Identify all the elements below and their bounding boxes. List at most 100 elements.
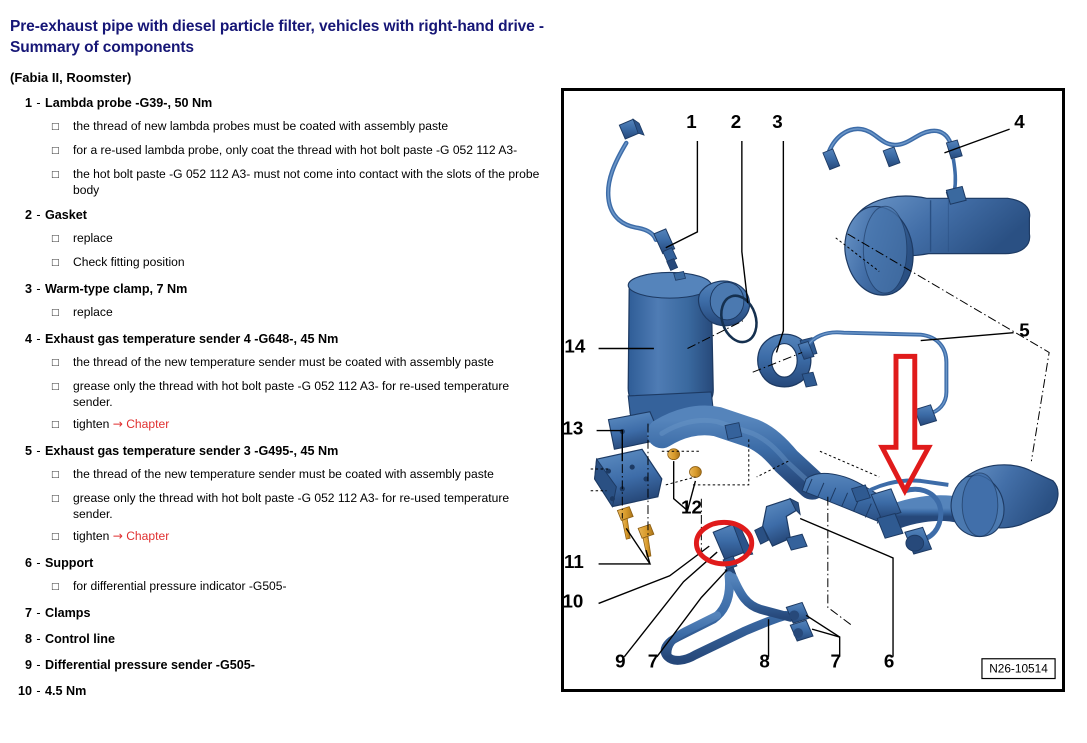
part-note-text: for differential pressure indicator -G50… <box>73 579 287 593</box>
lambda-probe-assembly <box>605 118 679 271</box>
part-note-text: for a re-used lambda probe, only coat th… <box>73 143 518 157</box>
model-subtitle: (Fabia II, Roomster) <box>10 70 132 85</box>
callout-7a: 7 <box>648 651 658 672</box>
square-bullet-icon: □ <box>51 532 60 542</box>
part-item: 5-Exhaust gas temperature sender 3 -G495… <box>6 443 552 546</box>
part-note: □ for differential pressure indicator -G5… <box>6 579 552 596</box>
part-note-text: grease only the thread with hot bolt pas… <box>73 379 510 409</box>
callout-12: 12 <box>681 497 702 518</box>
part-notes-list: □ the thread of new lambda probes must be… <box>6 119 552 198</box>
part-item: 6-Support □ for differential pressure indi… <box>6 555 552 596</box>
callout-13: 13 <box>564 417 583 438</box>
support-bracket-6 <box>754 497 808 551</box>
callout-4: 4 <box>1014 111 1025 132</box>
control-line-tube <box>660 571 795 665</box>
part-dash: - <box>36 444 41 458</box>
part-dash: - <box>36 658 41 672</box>
part-item: 8-Control line <box>6 631 552 648</box>
callout-14: 14 <box>564 335 585 356</box>
part-number: 3 <box>24 282 32 296</box>
part-number: 8 <box>24 632 32 646</box>
part-heading: 7-Clamps <box>6 605 552 622</box>
part-note: □replace <box>6 305 552 322</box>
part-dash: - <box>36 684 41 698</box>
callout-6: 6 <box>884 651 894 672</box>
part-dash: - <box>36 96 41 110</box>
rear-exhaust-cone <box>950 464 1059 538</box>
part-note-text: the hot bolt paste -G 052 112 A3- must n… <box>73 167 540 197</box>
bolt-icon <box>689 466 702 478</box>
callout-9: 9 <box>615 651 625 672</box>
red-highlight-ellipse-icon <box>693 519 755 567</box>
part-heading: 1-Lambda probe -G39-, 50 Nm <box>6 95 552 112</box>
clamp-icon <box>789 619 814 642</box>
part-note-text: the thread of the new temperature sender… <box>73 355 494 369</box>
part-label: Lambda probe -G39-, 50 Nm <box>45 96 213 110</box>
callout-1: 1 <box>686 111 696 132</box>
part-dash: - <box>36 282 41 296</box>
square-bullet-icon: □ <box>51 582 60 592</box>
chapter-link[interactable]: Chapter <box>126 417 170 431</box>
part-heading: 6-Support <box>6 555 552 572</box>
exhaust-cone-upper <box>844 185 1031 296</box>
part-note-text: replace <box>73 305 113 319</box>
part-number: 5 <box>24 444 32 458</box>
part-note-text: the thread of the new temperature sender… <box>73 467 494 481</box>
part-number: 9 <box>24 658 32 672</box>
part-note-text: Check fitting position <box>73 255 185 269</box>
square-bullet-icon: □ <box>51 146 60 156</box>
callout-3: 3 <box>772 111 782 132</box>
part-note-text: the thread of new lambda probes must be … <box>73 119 449 133</box>
part-label: Differential pressure sender -G505- <box>45 658 255 672</box>
part-label: Exhaust gas temperature sender 3 -G495-,… <box>45 444 339 458</box>
part-heading: 9-Differential pressure sender -G505- <box>6 657 552 674</box>
part-dash: - <box>36 556 41 570</box>
part-heading: 10-4.5 Nm <box>6 683 552 700</box>
rear-sensor-connectors <box>850 478 949 555</box>
part-notes-list: □ the thread of the new temperature sende… <box>6 355 552 434</box>
bolt-icon <box>637 523 655 558</box>
clamp-icon <box>785 601 810 624</box>
square-bullet-icon: □ <box>51 358 60 368</box>
part-number: 10 <box>17 684 32 698</box>
note-text-segment: tighten <box>73 417 110 431</box>
part-heading: 5-Exhaust gas temperature sender 3 -G495… <box>6 443 552 460</box>
part-label: 4.5 Nm <box>45 684 87 698</box>
chapter-link[interactable]: Chapter <box>126 529 170 543</box>
part-note: □ tighten → Chapter <box>6 417 552 434</box>
callout-11: 11 <box>564 551 584 572</box>
part-dash: - <box>36 332 41 346</box>
component-summary-text-column: Pre-exhaust pipe with diesel particle fi… <box>6 18 552 700</box>
part-note: □the thread of new lambda probes must be… <box>6 119 552 136</box>
gasket-ring <box>720 294 758 344</box>
part-item: 1-Lambda probe -G39-, 50 Nm □ the thread o… <box>6 95 552 198</box>
callout-8: 8 <box>759 651 769 672</box>
diagram-reference-code: N26-10514 <box>981 658 1056 680</box>
part-number: 2 <box>24 208 32 222</box>
leader-lines <box>596 128 1014 658</box>
part-number: 4 <box>24 332 32 346</box>
part-note-text: grease only the thread with hot bolt pas… <box>73 491 510 521</box>
callout-2: 2 <box>731 111 741 132</box>
square-bullet-icon: □ <box>51 420 60 430</box>
part-label: Warm-type clamp, 7 Nm <box>45 282 188 296</box>
parts-list: 1-Lambda probe -G39-, 50 Nm □ the thread o… <box>6 95 552 700</box>
right-arrow-icon: → <box>112 529 123 543</box>
part-note-text: tighten → Chapter <box>73 417 552 433</box>
part-notes-list: □replace <box>6 305 552 322</box>
callout-5: 5 <box>1019 320 1029 341</box>
callout-10: 10 <box>564 590 583 611</box>
part-label: Gasket <box>45 208 88 222</box>
callout-7b: 7 <box>831 651 841 672</box>
square-bullet-icon: □ <box>51 470 60 480</box>
part-item: 4-Exhaust gas temperature sender 4 -G648… <box>6 331 552 434</box>
part-note: □the hot bolt paste -G 052 112 A3- must … <box>6 167 552 198</box>
part-note: □grease only the thread with hot bolt pa… <box>6 491 552 522</box>
clamp-fittings <box>785 601 814 642</box>
bolt-icon <box>667 448 681 461</box>
right-arrow-icon: → <box>112 417 123 431</box>
square-bullet-icon: □ <box>51 234 60 244</box>
part-note: □ the thread of the new temperature sende… <box>6 467 552 484</box>
part-notes-list: □ for differential pressure indicator -G5… <box>6 579 552 596</box>
part-note: □tighten → Chapter <box>6 529 552 546</box>
